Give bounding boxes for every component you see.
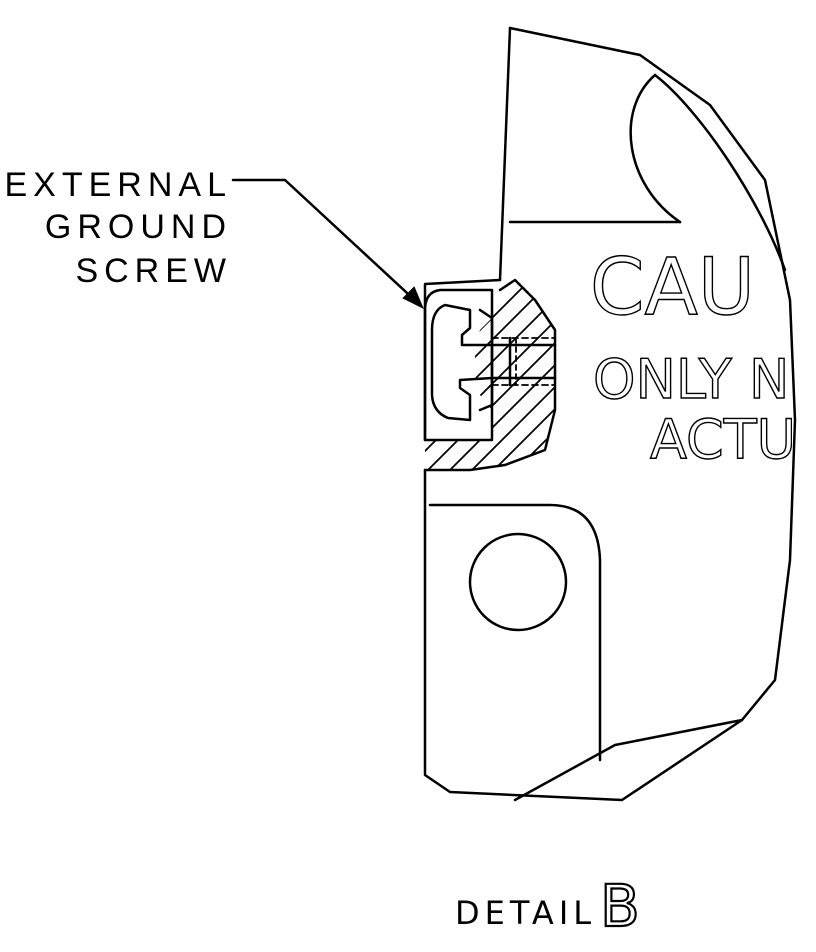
caution-label-line-3: ACTU [650, 408, 796, 471]
callout-text: EXTERNAL GROUND SCREW [5, 166, 233, 290]
hatch-line [425, 280, 443, 470]
hatch-line [425, 280, 531, 470]
housing-outline [423, 26, 797, 802]
caution-label: CAU ONLY N ACTU [589, 242, 796, 471]
lower-pocket [428, 503, 602, 762]
hatch-line [425, 280, 555, 470]
hatch-line [425, 280, 555, 470]
screw-head-outer [423, 288, 494, 442]
screw-head-inner [430, 303, 494, 422]
callout-line-2: GROUND [45, 208, 232, 246]
detail-word: DETAIL [455, 894, 596, 932]
hatch-line [200, 280, 420, 500]
hatch-line [425, 280, 555, 470]
hatch-line [425, 280, 553, 470]
detail-title: DETAIL B [455, 871, 641, 941]
hatch-line [794, 280, 816, 500]
detail-letter: B [600, 872, 640, 940]
callout-leader [231, 178, 424, 310]
caution-label-line-2: ONLY N [593, 348, 789, 411]
mounting-hole [468, 532, 568, 632]
hatch-line [441, 280, 555, 470]
leader-arrowhead [402, 286, 424, 310]
callout-line-3: SCREW [75, 252, 232, 290]
hatch-line [463, 280, 555, 470]
caution-label-line-1: CAU [590, 243, 755, 333]
callout-line-1: EXTERNAL [5, 166, 233, 204]
upper-boss [629, 73, 787, 272]
